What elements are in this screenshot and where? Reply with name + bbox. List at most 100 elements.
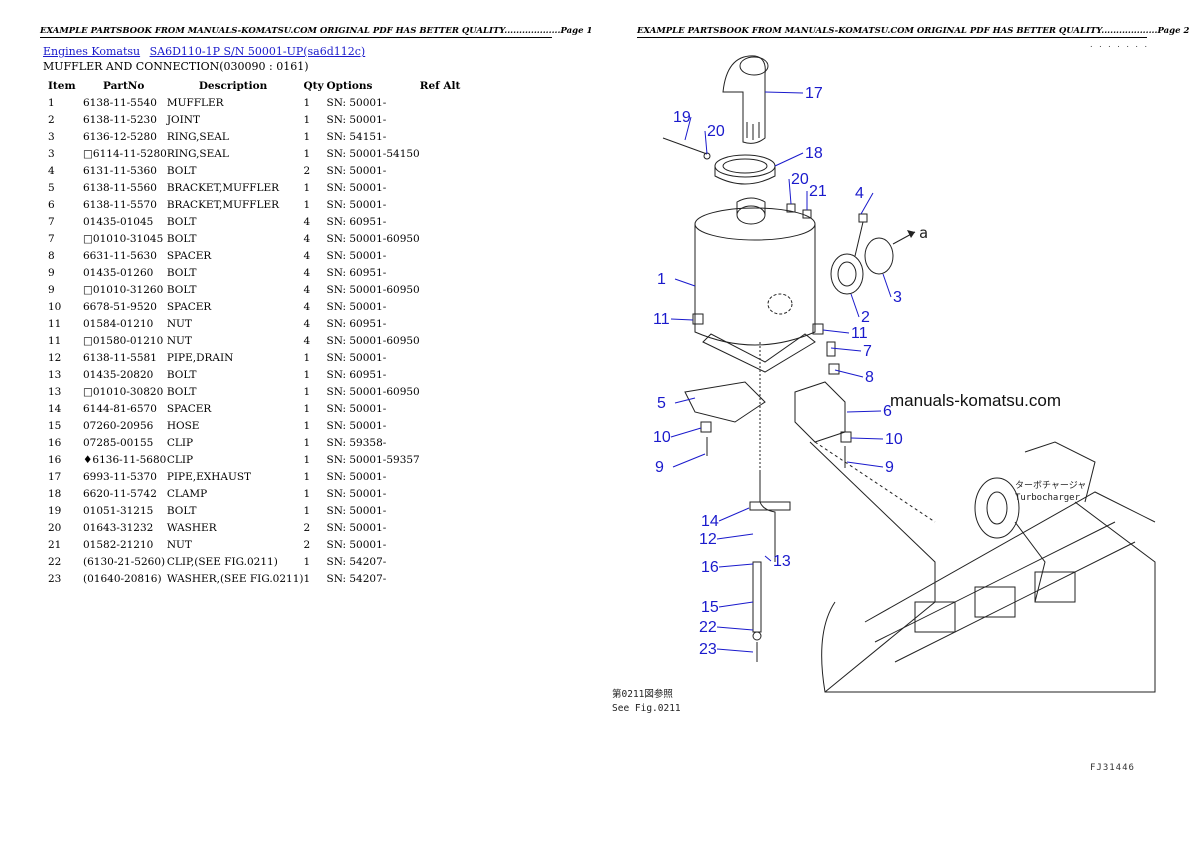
options-cell: SN: 50001- xyxy=(326,521,387,534)
callout-number: 13 xyxy=(773,553,791,570)
parts-list-page: EXAMPLE PARTSBOOK FROM MANUALS-KOMATSU.C… xyxy=(40,26,592,585)
partno-cell: 6138-11-5560 xyxy=(83,181,157,194)
item-cell: 14 xyxy=(48,402,62,415)
options-cell: SN: 50001- xyxy=(326,300,387,313)
section-title: MUFFLER AND CONNECTION(030090 : 0161) xyxy=(43,60,309,73)
description-cell: SPACER xyxy=(166,249,212,262)
callout-leader-line xyxy=(846,461,884,468)
qty-cell: 1 xyxy=(303,147,311,160)
callout-number: 20 xyxy=(791,171,809,188)
ref-alt-cell xyxy=(420,366,470,383)
description-cell: BOLT xyxy=(166,232,197,245)
ref-alt-cell xyxy=(420,332,470,349)
partno-cell: 01435-01260 xyxy=(83,266,154,279)
breadcrumb: Engines Komatsu SA6D110-1P S/N 50001-UP(… xyxy=(43,45,365,58)
callout-number: 18 xyxy=(805,145,823,162)
figure-reference-en: See Fig.0211 xyxy=(612,703,681,714)
description-cell: CLIP,(SEE FIG.0211) xyxy=(166,555,278,568)
partno-cell: □01010-31045 xyxy=(83,232,164,245)
header-dots: . . . . . . . xyxy=(1090,40,1150,49)
ref-alt-cell xyxy=(420,213,470,230)
item-cell: 5 xyxy=(48,181,55,194)
options-cell: SN: 50001-54150 xyxy=(326,147,420,160)
watermark: manuals-komatsu.com xyxy=(890,391,1062,410)
qty-cell: 2 xyxy=(303,521,311,534)
description-cell: BOLT xyxy=(166,368,197,381)
partno-cell: 07285-00155 xyxy=(83,436,154,449)
figure-reference: 第0211図参照 See Fig.0211 xyxy=(612,688,681,716)
options-cell: SN: 50001-60950 xyxy=(326,232,420,245)
nut-11b-part xyxy=(812,323,824,335)
description-cell: BRACKET,MUFFLER xyxy=(166,181,280,194)
description-cell: RING,SEAL xyxy=(166,130,229,143)
qty-cell: 4 xyxy=(303,317,311,330)
diagram-page: EXAMPLE PARTSBOOK FROM MANUALS-KOMATSU.C… xyxy=(595,0,1190,842)
item-cell: 23 xyxy=(48,572,62,585)
callout-leader-line xyxy=(830,347,862,352)
turbocharger-jp-label: ターボチャージャ xyxy=(1015,480,1086,491)
options-cell: SN: 54151- xyxy=(326,130,387,143)
callout-leader-line xyxy=(670,427,702,438)
partno-cell: ♦6136-11-5680 xyxy=(83,453,167,466)
item-cell: 11 xyxy=(48,334,62,347)
ref-alt-cell xyxy=(420,502,470,519)
ref-alt-cell xyxy=(420,400,470,417)
description-cell: SPACER xyxy=(166,402,212,415)
qty-cell: 4 xyxy=(303,300,311,313)
partno-cell: 01643-31232 xyxy=(83,521,154,534)
qty-cell: 4 xyxy=(303,232,311,245)
breadcrumb-model-link[interactable]: SA6D110-1P S/N 50001-UP(sa6d112c) xyxy=(149,45,366,58)
options-cell: SN: 50001-59357 xyxy=(326,453,420,466)
column-header-ref-alt: Ref Alt xyxy=(419,79,461,92)
ref-alt-cell xyxy=(420,281,470,298)
callout-leader-line xyxy=(670,318,694,321)
item-cell: 9 xyxy=(48,266,55,279)
ref-alt-cell xyxy=(420,417,470,434)
exhaust-pipe-part xyxy=(722,55,769,144)
item-cell: 15 xyxy=(48,419,62,432)
callout-number: 21 xyxy=(809,183,827,200)
qty-cell: 1 xyxy=(303,453,311,466)
callout-leader-line xyxy=(674,397,696,404)
partno-cell: 01051-31215 xyxy=(83,504,154,517)
item-cell: 16 xyxy=(48,436,62,449)
callout-leader-line xyxy=(672,453,706,468)
washer-23-part xyxy=(752,631,762,641)
ref-alt-cell xyxy=(420,179,470,196)
item-cell: 6 xyxy=(48,198,55,211)
callout-leader-line xyxy=(860,192,874,215)
partno-cell: 6131-11-5360 xyxy=(83,164,157,177)
description-cell: MUFFLER xyxy=(166,96,224,109)
callout-number: 6 xyxy=(883,403,892,420)
callout-number: 22 xyxy=(699,619,717,636)
description-cell: RING,SEAL xyxy=(166,147,229,160)
bolt-19-part xyxy=(662,137,708,155)
callout-leader-line xyxy=(674,278,696,287)
breadcrumb-engines-link[interactable]: Engines Komatsu xyxy=(43,45,141,58)
partno-cell: 6136-12-5280 xyxy=(83,130,157,143)
qty-cell: 1 xyxy=(303,419,311,432)
item-cell: 19 xyxy=(48,504,62,517)
ref-alt-cell xyxy=(420,264,470,281)
partno-cell: 6678-51-9520 xyxy=(83,300,157,313)
callout-number: 10 xyxy=(653,429,671,446)
breadcrumb-separator xyxy=(143,45,147,58)
item-cell: 1 xyxy=(48,96,55,109)
description-cell: PIPE,DRAIN xyxy=(166,351,234,364)
ref-alt-cell xyxy=(420,128,470,145)
ref-alt-cell xyxy=(420,451,470,468)
options-cell: SN: 50001- xyxy=(326,538,387,551)
description-cell: NUT xyxy=(166,538,192,551)
exploded-parts-diagram: a ター xyxy=(653,55,1156,693)
bolt-4-part xyxy=(854,221,864,257)
item-cell: 8 xyxy=(48,249,55,262)
column-header-qty: Qty xyxy=(303,79,324,92)
